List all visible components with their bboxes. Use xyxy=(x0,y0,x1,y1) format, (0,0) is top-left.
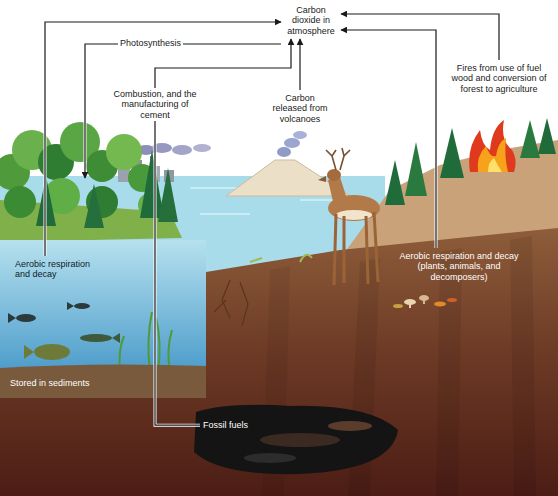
label-text: Carbon dioxide in atmosphere xyxy=(284,5,338,36)
arrow-line xyxy=(299,39,300,90)
soil-part xyxy=(250,255,312,262)
deer-part xyxy=(326,148,350,170)
process-label: Photosynthesis xyxy=(118,38,183,48)
decomposers-part xyxy=(423,298,425,304)
underwater xyxy=(0,240,206,372)
flow-label: Aerobic respiration and decay (plants, a… xyxy=(396,250,522,283)
arrow-halo xyxy=(299,39,302,90)
soil xyxy=(0,228,558,496)
factory-part xyxy=(172,145,192,155)
hill-part xyxy=(385,160,405,205)
volcano-part xyxy=(293,131,307,139)
carbon-flow-arrow xyxy=(341,14,499,60)
photosynthesis-arrow xyxy=(85,44,281,178)
underwater-part xyxy=(112,333,120,343)
volcano-part xyxy=(277,147,291,157)
left-forest-part xyxy=(140,150,164,218)
label-text: Aerobic respiration and decay xyxy=(15,259,105,280)
decomposers-part xyxy=(447,298,457,302)
left-forest-part xyxy=(158,168,178,222)
underwater-part xyxy=(80,334,112,342)
soil-part xyxy=(436,248,462,496)
volcano-part xyxy=(284,138,300,148)
hill-part xyxy=(440,128,464,178)
carbon-flow-arrow xyxy=(341,30,436,248)
underwater-part xyxy=(67,302,74,310)
underwater-part xyxy=(16,314,36,322)
soil-part xyxy=(510,236,536,496)
flow-label: Carbon released from volcanoes xyxy=(268,92,332,125)
underwater-part xyxy=(24,345,34,359)
arrow-line xyxy=(341,30,436,248)
arrow-halo xyxy=(341,30,436,248)
sediment xyxy=(0,364,206,398)
edge-label: Combustion, and the manufacturing of cem… xyxy=(109,88,201,121)
deer xyxy=(318,148,380,285)
label-text: Aerobic respiration and decay (plants, a… xyxy=(397,251,521,282)
left-forest-part xyxy=(4,186,36,218)
arrow-line xyxy=(45,22,281,256)
factory-part xyxy=(193,144,211,152)
fossil-fuel-deposit xyxy=(194,405,398,474)
fossil-fuel-deposit-part xyxy=(328,421,372,431)
left-forest-part xyxy=(84,184,104,228)
deer-part xyxy=(318,176,326,182)
fossil-fuel-deposit-part xyxy=(260,433,340,447)
left-forest-part xyxy=(106,134,142,170)
photosynthesis-arrow-part xyxy=(85,44,281,176)
decomposers-part xyxy=(393,304,403,308)
underwater-part xyxy=(34,344,70,360)
hill-part xyxy=(520,120,540,158)
flow-label: Fires from use of fuel wood and conversi… xyxy=(446,62,552,95)
label-text: Fossil fuels xyxy=(203,420,255,430)
hill-part xyxy=(405,142,427,196)
carbon-flow-arrow xyxy=(45,22,281,256)
label-text: Fires from use of fuel wood and conversi… xyxy=(447,63,551,94)
arrow-halo xyxy=(341,14,499,60)
deer-part xyxy=(334,212,378,285)
underwater-part xyxy=(8,313,16,323)
hill-part xyxy=(469,120,515,172)
underwater-part xyxy=(0,240,206,372)
process-label: Stored in sediments xyxy=(8,378,92,388)
hill-part xyxy=(488,158,502,172)
hill-part xyxy=(478,138,508,172)
fossil-fuel-deposit-part xyxy=(244,453,296,463)
decomposers xyxy=(393,295,457,308)
label-text: Carbon released from volcanoes xyxy=(269,93,331,124)
hill-part xyxy=(538,118,556,154)
deer-part xyxy=(328,177,348,206)
flow-label: Carbon dioxide in atmosphere xyxy=(283,4,339,37)
flow-label: Fossil fuels xyxy=(202,419,256,431)
underwater-part xyxy=(74,303,90,309)
soil-part xyxy=(214,280,248,326)
soil-part xyxy=(0,228,558,496)
arrow-halo xyxy=(45,22,281,256)
underwater-part xyxy=(120,312,173,372)
arrow-line xyxy=(341,14,499,60)
carbon-flow-arrow xyxy=(300,39,301,90)
decomposers-part xyxy=(434,302,446,307)
photosynthesis-arrow-part xyxy=(85,44,281,178)
flow-label: Aerobic respiration and decay xyxy=(14,258,106,281)
decomposers-part xyxy=(409,302,411,308)
fossil-fuel-deposit-part xyxy=(194,405,398,474)
sediment-part xyxy=(0,364,206,398)
deer-part xyxy=(327,169,341,181)
